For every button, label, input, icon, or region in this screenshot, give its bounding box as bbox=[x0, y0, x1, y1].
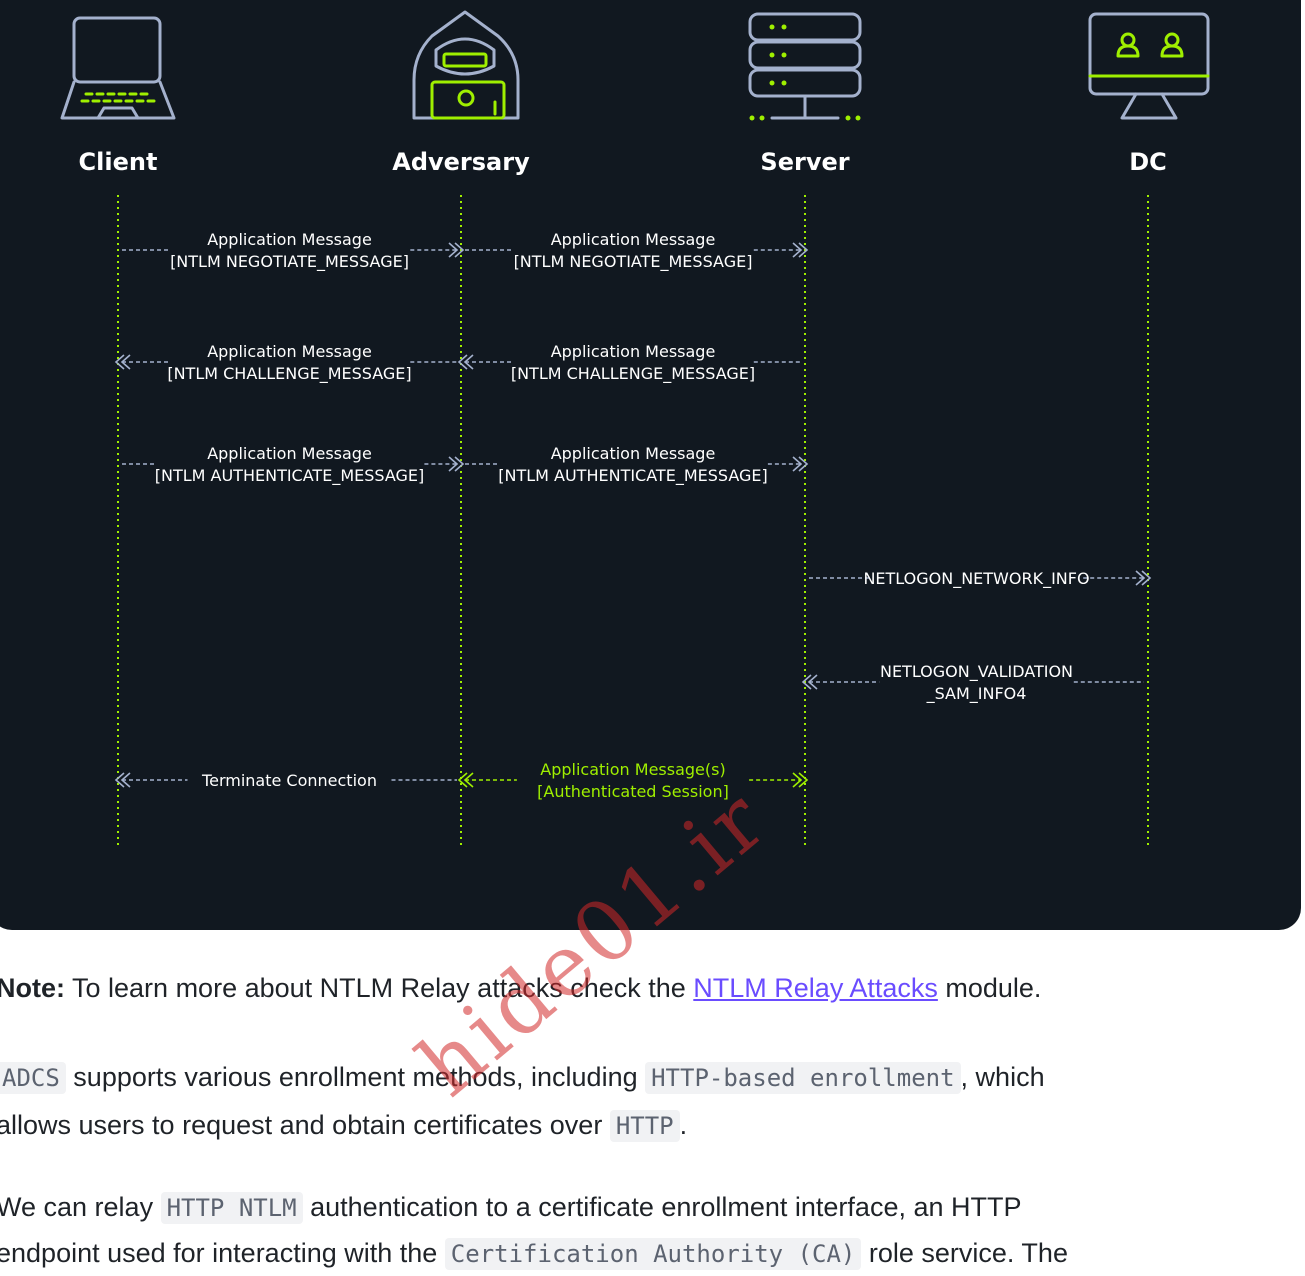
arrowhead bbox=[792, 242, 809, 258]
actor-label-dc: DC bbox=[1129, 148, 1167, 176]
message-label: [NTLM NEGOTIATE_MESSAGE] bbox=[514, 252, 753, 272]
msg-challenge-adversary-to-client: Application Message [NTLM CHALLENGE_MESSA… bbox=[122, 342, 457, 384]
paragraph-text: role service. The bbox=[861, 1238, 1068, 1268]
note-text: To learn more about NTLM Relay attacks c… bbox=[65, 973, 694, 1003]
note-text-end: module. bbox=[937, 973, 1042, 1003]
msg-authenticate-client-to-adversary: Application Message [NTLM AUTHENTICATE_ME… bbox=[122, 444, 457, 486]
code-adcs: ADCS bbox=[0, 1062, 66, 1094]
ntlm-relay-attacks-link[interactable]: NTLM Relay Attacks bbox=[693, 973, 938, 1003]
arrowhead bbox=[114, 772, 131, 788]
msg-negotiate-client-to-adversary: Application Message [NTLM NEGOTIATE_MESSA… bbox=[122, 230, 457, 272]
paragraph-text: . bbox=[679, 1110, 688, 1140]
message-label: [NTLM AUTHENTICATE_MESSAGE] bbox=[498, 466, 768, 486]
message-label: [NTLM AUTHENTICATE_MESSAGE] bbox=[155, 466, 425, 486]
arrowhead bbox=[457, 354, 474, 370]
arrowhead-left bbox=[457, 772, 474, 788]
ntlm-relay-sequence-diagram: Client Adversary Server DC Application Mess… bbox=[0, 0, 1301, 930]
paragraph-text: , which bbox=[960, 1062, 1045, 1092]
adcs-paragraph-line-1: ADCS supports various enrollment methods… bbox=[0, 1055, 1296, 1100]
message-label: Application Message bbox=[551, 444, 716, 463]
paragraph-text: endpoint used for interacting with the bbox=[0, 1238, 445, 1268]
paragraph-text: supports various enrollment methods, inc… bbox=[65, 1062, 646, 1092]
message-label: [NTLM CHALLENGE_MESSAGE] bbox=[167, 364, 411, 384]
arrowhead bbox=[792, 456, 809, 472]
msg-terminate-connection: Terminate Connection bbox=[122, 771, 457, 790]
msg-netlogon-network-info: NETLOGON_NETWORK_INFO bbox=[809, 569, 1144, 589]
message-label: Application Message bbox=[551, 342, 716, 361]
code-http: HTTP bbox=[609, 1110, 680, 1142]
msg-netlogon-validation: NETLOGON_VALIDATION_SAM_INFO4 bbox=[809, 662, 1144, 704]
message-label: NETLOGON_VALIDATION bbox=[880, 662, 1073, 682]
actor-label-client: Client bbox=[79, 148, 158, 176]
message-label: [Authenticated Session] bbox=[537, 782, 729, 801]
sequence-diagram-canvas: Client Adversary Server DC Application Mess… bbox=[60, 10, 1210, 846]
arrowhead bbox=[1135, 570, 1152, 586]
message-label: _SAM_INFO4 bbox=[926, 684, 1027, 704]
code-certification-authority: Certification Authority (CA) bbox=[444, 1238, 862, 1270]
msg-authenticated-session: Application Message(s) [Authenticated Ses… bbox=[465, 760, 801, 801]
message-label: Application Message bbox=[207, 444, 372, 463]
code-http-ntlm: HTTP NTLM bbox=[160, 1192, 303, 1224]
arrowhead bbox=[448, 456, 465, 472]
message-label: NETLOGON_NETWORK_INFO bbox=[863, 569, 1089, 589]
arrowhead bbox=[448, 242, 465, 258]
message-label: Application Message bbox=[207, 342, 372, 361]
arrowhead bbox=[801, 674, 818, 690]
monitor-users-icon bbox=[1088, 12, 1210, 120]
arrowhead bbox=[114, 354, 131, 370]
message-label: Application Message bbox=[551, 230, 716, 249]
relay-paragraph-line-1: We can relay HTTP NTLM authentication to… bbox=[0, 1185, 1296, 1230]
message-label: Application Message(s) bbox=[540, 760, 725, 779]
message-label: Terminate Connection bbox=[201, 771, 377, 790]
server-rack-icon bbox=[748, 12, 862, 121]
actor-label-adversary: Adversary bbox=[392, 148, 530, 176]
msg-challenge-server-to-adversary: Application Message [NTLM CHALLENGE_MESSA… bbox=[465, 342, 801, 384]
actor-label-server: Server bbox=[760, 148, 849, 176]
adcs-paragraph-line-2: allows users to request and obtain certi… bbox=[0, 1103, 1296, 1148]
code-http-based-enrollment: HTTP-based enrollment bbox=[645, 1062, 961, 1094]
paragraph-text: allows users to request and obtain certi… bbox=[0, 1110, 610, 1140]
arrowhead-right bbox=[792, 772, 809, 788]
paragraph-text: authentication to a certificate enrollme… bbox=[302, 1192, 1022, 1222]
paragraph-text: We can relay bbox=[0, 1192, 161, 1222]
message-label: Application Message bbox=[207, 230, 372, 249]
note-paragraph: Note: To learn more about NTLM Relay att… bbox=[0, 966, 1296, 1010]
message-label: [NTLM CHALLENGE_MESSAGE] bbox=[511, 364, 755, 384]
note-label: Note: bbox=[0, 973, 65, 1003]
msg-authenticate-adversary-to-server: Application Message [NTLM AUTHENTICATE_ME… bbox=[465, 444, 801, 486]
message-label: [NTLM NEGOTIATE_MESSAGE] bbox=[170, 252, 409, 272]
relay-paragraph-line-2: endpoint used for interacting with the C… bbox=[0, 1231, 1296, 1276]
hooded-hacker-icon bbox=[412, 10, 520, 120]
laptop-icon bbox=[60, 16, 176, 120]
msg-negotiate-adversary-to-server: Application Message [NTLM NEGOTIATE_MESSA… bbox=[465, 230, 801, 272]
